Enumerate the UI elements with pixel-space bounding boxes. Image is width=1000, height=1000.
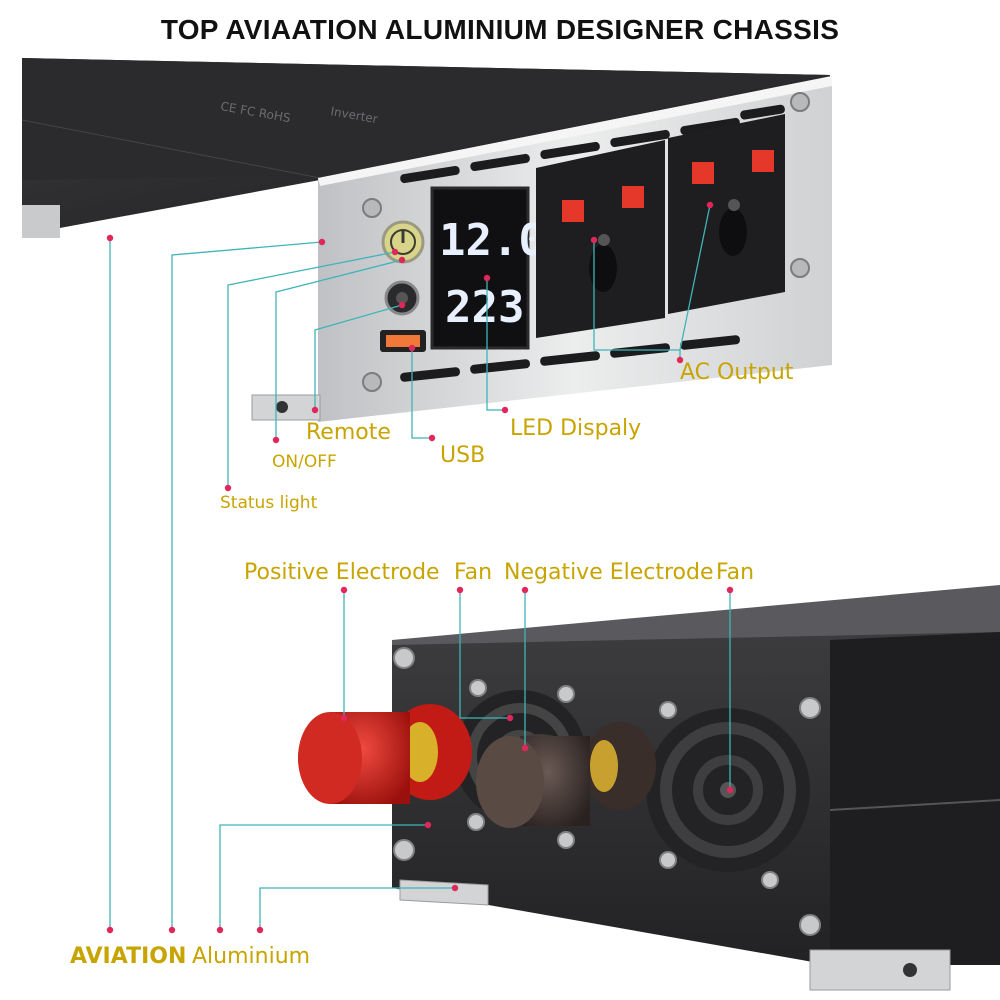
label-status-light: Status light xyxy=(220,493,318,513)
ac-socket-left xyxy=(536,140,665,338)
ac-socket-right xyxy=(668,114,785,314)
label-remote: Remote xyxy=(306,420,391,445)
lower-screws xyxy=(393,647,821,936)
label-positive-electrode: Positive Electrode xyxy=(244,560,440,585)
label-usb: USB xyxy=(440,443,486,468)
panel-screws xyxy=(362,92,810,392)
led-display-panel: 12.0 223 xyxy=(430,186,545,350)
usb-port-icon xyxy=(380,330,426,352)
label-fan-right: Fan xyxy=(716,560,755,585)
leader-lines xyxy=(109,204,731,930)
label-aviation: AVIATION xyxy=(70,944,187,969)
led-ac-readout: 223 xyxy=(445,282,524,333)
positive-terminal-icon xyxy=(298,704,472,804)
leader-dots xyxy=(106,201,734,934)
label-fan-left: Fan xyxy=(454,560,493,585)
led-voltage-readout: 12.0 xyxy=(439,215,545,266)
negative-terminal-icon xyxy=(476,722,656,828)
lower-inverter xyxy=(298,585,1000,991)
page-title: TOP AVIAATION ALUMINIUM DESIGNER CHASSIS xyxy=(160,14,840,45)
remote-port-icon xyxy=(384,280,420,316)
label-ac-output: AC Output xyxy=(680,360,794,385)
power-button-icon xyxy=(381,220,425,264)
label-aluminium: Aluminium xyxy=(192,944,311,969)
label-led-display: LED Dispaly xyxy=(510,416,642,441)
label-on-off: ON/OFF xyxy=(272,452,337,472)
label-negative-electrode: Negative Electrode xyxy=(504,560,714,585)
